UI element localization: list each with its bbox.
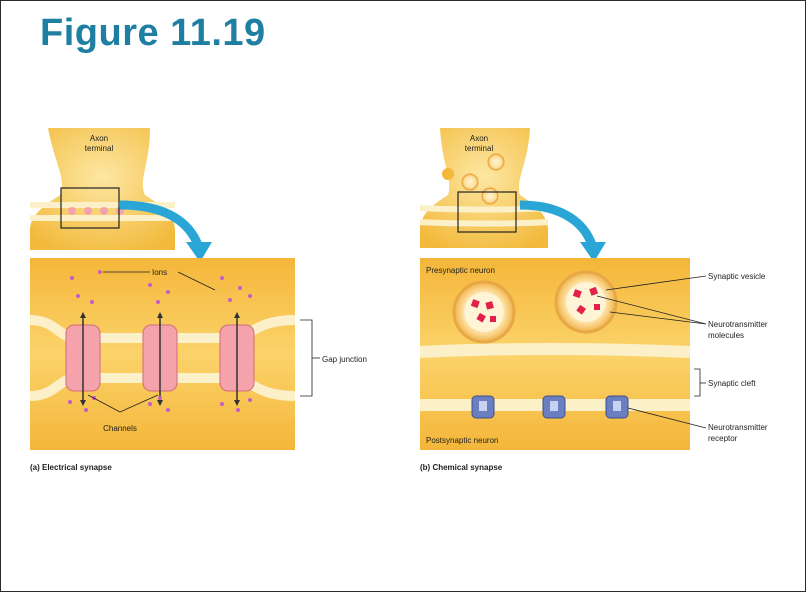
neurotransmitter-label: Neurotransmitter — [708, 320, 768, 329]
terminal-label: Axon — [90, 134, 108, 143]
receptor-label: receptor — [708, 434, 738, 443]
panel-b-terminal: Axon terminal — [419, 128, 549, 248]
panel-a-enlarged: Ions Channels — [29, 258, 296, 450]
zoom-box — [60, 187, 120, 229]
panel-a-terminal: Axon terminal — [30, 128, 175, 250]
postsynaptic-label: Postsynaptic neuron — [426, 436, 499, 445]
presynaptic-label: Presynaptic neuron — [426, 266, 495, 275]
synaptic-vesicle — [452, 280, 516, 344]
gap-junction-bracket — [300, 319, 313, 397]
terminal-label: terminal — [465, 144, 494, 153]
gap-channel — [65, 312, 101, 406]
zoom-box — [457, 191, 517, 233]
terminal-label: terminal — [85, 144, 114, 153]
panel-b-caption: (b) Chemical synapse — [420, 463, 503, 472]
panel-b-enlarged: Presynaptic neuron Postsynaptic neuron — [419, 258, 691, 450]
zoom-arrow — [519, 200, 597, 247]
channels-label: Channels — [103, 424, 137, 433]
panel-a-caption: (a) Electrical synapse — [30, 463, 112, 472]
gap-channel — [219, 312, 255, 406]
synaptic-vesicle — [554, 270, 618, 334]
neurotransmitter-receptor — [605, 395, 629, 419]
receptor-label: Neurotransmitter — [708, 423, 768, 432]
zoom-arrow-head — [186, 242, 212, 262]
zoom-arrow-head — [580, 242, 606, 262]
zoom-arrow — [119, 200, 203, 247]
synaptic-cleft-bracket — [694, 368, 701, 397]
neurotransmitter-label: molecules — [708, 331, 744, 340]
gap-channel — [142, 312, 178, 406]
terminal-label: Axon — [470, 134, 488, 143]
figure-title: Figure 11.19 — [40, 12, 266, 54]
ion-dots — [68, 270, 252, 412]
neurotransmitter-receptor — [471, 395, 495, 419]
synaptic-cleft-label: Synaptic cleft — [708, 379, 756, 388]
synaptic-vesicle-label: Synaptic vesicle — [708, 272, 766, 281]
gap-junction-label: Gap junction — [322, 355, 367, 364]
neurotransmitter-receptor — [542, 395, 566, 419]
ions-label: Ions — [152, 268, 167, 277]
